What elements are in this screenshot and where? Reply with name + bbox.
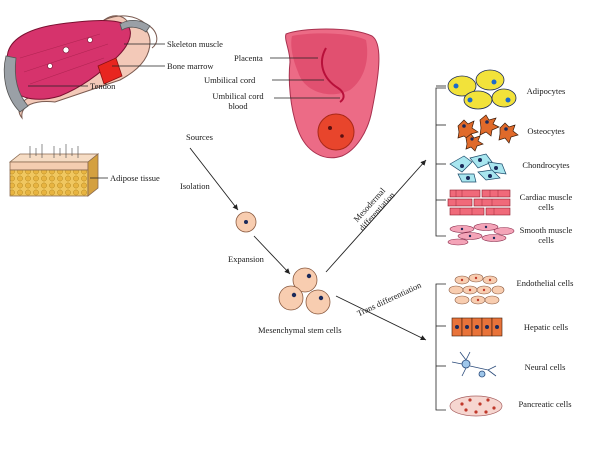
hepatic-cells-icon bbox=[451, 317, 503, 337]
label-chondrocytes: Chondrocytes bbox=[522, 160, 570, 170]
adipose-tissue-illustration bbox=[8, 144, 108, 197]
label-hepatic-cells: Hepatic cells bbox=[523, 322, 569, 332]
neural-cells-icon bbox=[451, 351, 497, 378]
smooth-muscle-icon bbox=[447, 223, 515, 246]
brackets bbox=[435, 85, 446, 411]
label-sources: Sources bbox=[186, 132, 213, 142]
label-smooth-muscle-cells: Smooth muscle cells bbox=[519, 225, 573, 245]
label-isolation: Isolation bbox=[180, 181, 210, 191]
placenta-illustration bbox=[270, 28, 380, 159]
label-neural-cells: Neural cells bbox=[524, 362, 566, 372]
label-umbilical-cord: Umbilical cord bbox=[204, 75, 256, 85]
label-adipose-tissue: Adipose tissue bbox=[110, 173, 160, 183]
pancreatic-cells-icon bbox=[449, 395, 503, 417]
label-skeleton-muscle: Skeleton muscle bbox=[167, 39, 223, 49]
label-tendon: Tendon bbox=[90, 81, 116, 91]
label-cardiac-muscle-cells: Cardiac muscle cells bbox=[519, 192, 573, 212]
msc-cluster bbox=[278, 267, 331, 315]
label-placenta: Placenta bbox=[234, 53, 263, 63]
tendon-shape bbox=[3, 55, 29, 113]
label-adipocytes: Adipocytes bbox=[526, 86, 566, 96]
label-bone-marrow: Bone marrow bbox=[167, 61, 214, 71]
label-endothelial-cells: Endothelial cells bbox=[516, 278, 574, 288]
label-pancreatic-cells: Pancreatic cells bbox=[518, 399, 572, 409]
adipocytes-icon bbox=[447, 69, 517, 110]
label-msc: Mesenchymal stem cells bbox=[258, 325, 342, 335]
label-expansion: Expansion bbox=[228, 254, 264, 264]
single-stem-cell bbox=[235, 211, 257, 233]
cardiac-muscle-icon bbox=[447, 189, 511, 216]
flow bbox=[189, 147, 427, 341]
bone-marrow-shape bbox=[97, 57, 123, 85]
chondrocytes-icon bbox=[449, 153, 507, 183]
endothelial-cells-icon bbox=[448, 273, 505, 305]
label-osteocytes: Osteocytes bbox=[527, 126, 565, 136]
label-umbilical-cord-blood: Umbilical cord blood bbox=[212, 91, 264, 111]
limb-illustration bbox=[3, 15, 165, 120]
osteocytes-icon bbox=[457, 114, 519, 152]
